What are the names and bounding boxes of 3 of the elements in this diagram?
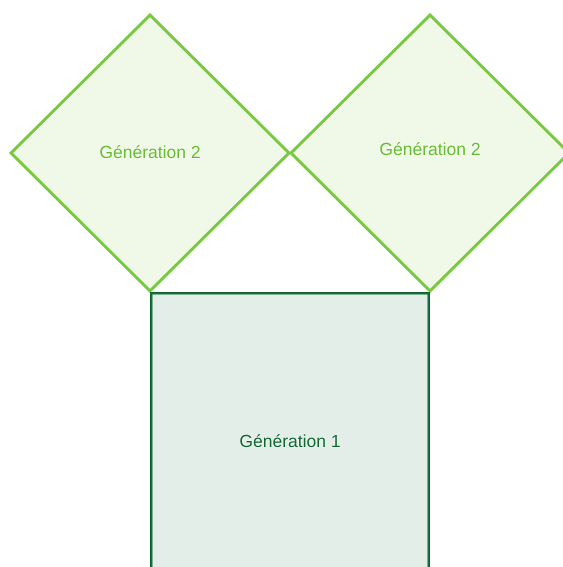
node-label: Génération 2 (99, 142, 201, 163)
node-label: Génération 2 (379, 139, 481, 160)
node-label: Génération 1 (239, 431, 341, 452)
